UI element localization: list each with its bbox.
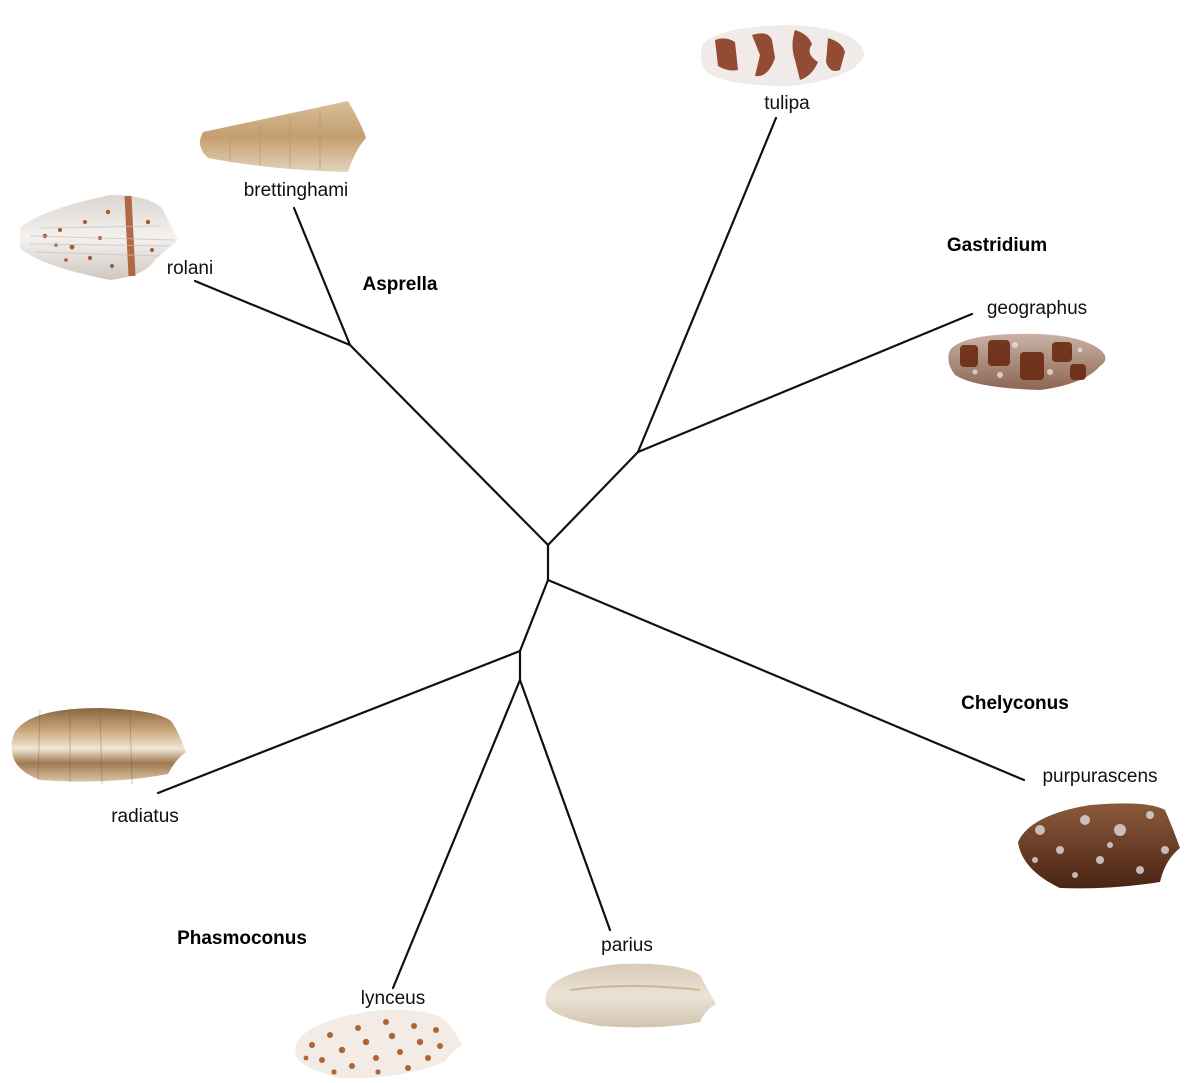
label-tulipa: tulipa bbox=[764, 93, 810, 114]
label-geographus: geographus bbox=[987, 298, 1087, 319]
label-lynceus: lynceus bbox=[361, 988, 425, 1009]
clade-label-gastridium: Gastridium bbox=[947, 235, 1047, 256]
tree-branches bbox=[158, 118, 1024, 988]
branch-gastridium bbox=[548, 452, 638, 545]
clade-label-phasmoconus: Phasmoconus bbox=[177, 928, 307, 949]
branch-geographus bbox=[638, 314, 972, 452]
shell-geographus bbox=[948, 334, 1105, 390]
label-parius: parius bbox=[601, 935, 653, 956]
label-radiatus: radiatus bbox=[111, 806, 179, 827]
label-rolani: rolani bbox=[167, 258, 213, 279]
shell-tulipa bbox=[701, 25, 864, 86]
branch-phasmoconus bbox=[520, 580, 548, 680]
branch-parius bbox=[520, 680, 610, 930]
branch-lynceus bbox=[393, 680, 520, 988]
clade-label-asprella: Asprella bbox=[363, 274, 438, 295]
shell-brettinghami bbox=[200, 101, 366, 172]
shell-purpurascens bbox=[1018, 803, 1180, 888]
clade-label-chelyconus: Chelyconus bbox=[961, 693, 1069, 714]
branch-radiatus bbox=[158, 651, 520, 793]
label-purpurascens: purpurascens bbox=[1042, 766, 1157, 787]
shell-rolani bbox=[20, 195, 178, 280]
shell-radiatus bbox=[11, 708, 186, 784]
branch-purpurascens bbox=[548, 580, 1024, 780]
branch-tulipa bbox=[638, 118, 776, 452]
branch-asprella bbox=[350, 345, 548, 545]
label-brettinghami: brettinghami bbox=[244, 180, 349, 201]
shell-parius bbox=[545, 964, 716, 1028]
shell-lynceus bbox=[295, 1010, 462, 1078]
